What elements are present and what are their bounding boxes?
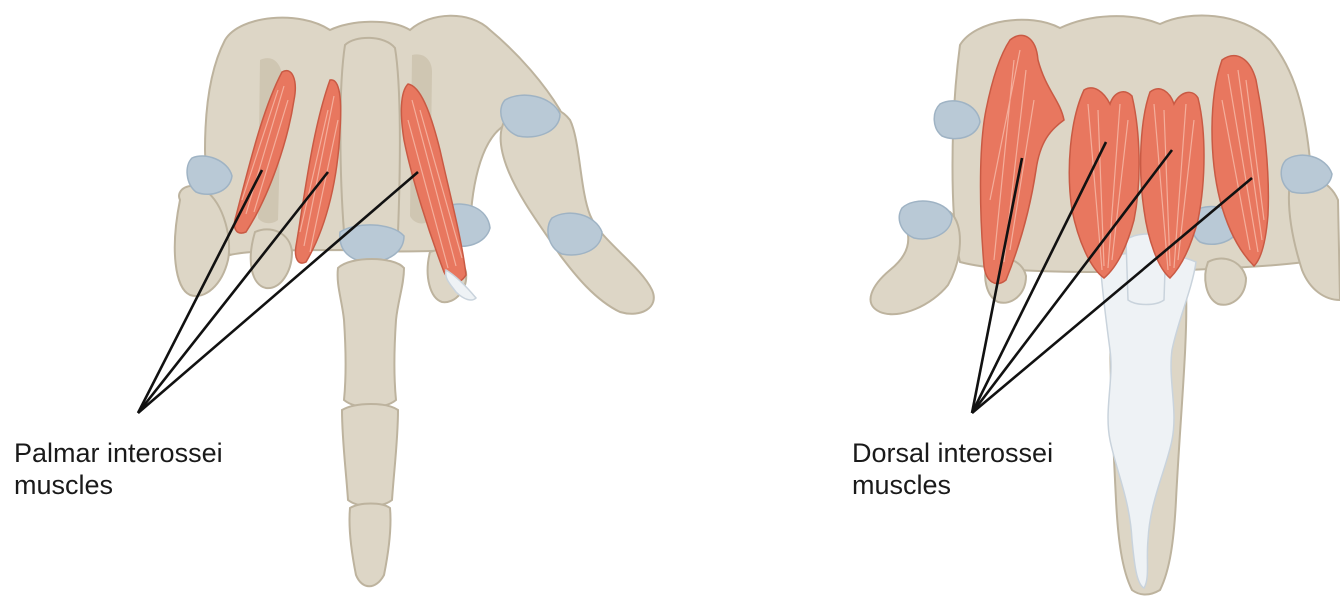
dorsal-finger-right	[1289, 176, 1340, 300]
palmar-label-line-2: muscles	[14, 469, 223, 501]
palmar-interossei-label: Palmar interossei muscles	[14, 437, 223, 501]
palmar-label-line-1: Palmar interossei	[14, 437, 223, 469]
palmar-finger-stub-2	[251, 229, 292, 288]
dorsal-finger-stub-4	[1205, 259, 1246, 305]
palmar-joint-right-2	[548, 213, 602, 255]
palmar-middle-proximal-phalanx	[338, 259, 404, 408]
dorsal-interossei-label: Dorsal interossei muscles	[852, 437, 1053, 501]
dorsal-hand-illustration	[871, 16, 1340, 595]
palmar-middle-middle-phalanx	[342, 404, 398, 506]
palmar-middle-distal-phalanx	[349, 504, 390, 587]
dorsal-label-line-1: Dorsal interossei	[852, 437, 1053, 469]
dorsal-label-line-2: muscles	[852, 469, 1053, 501]
dorsal-joint-right	[1281, 155, 1332, 193]
